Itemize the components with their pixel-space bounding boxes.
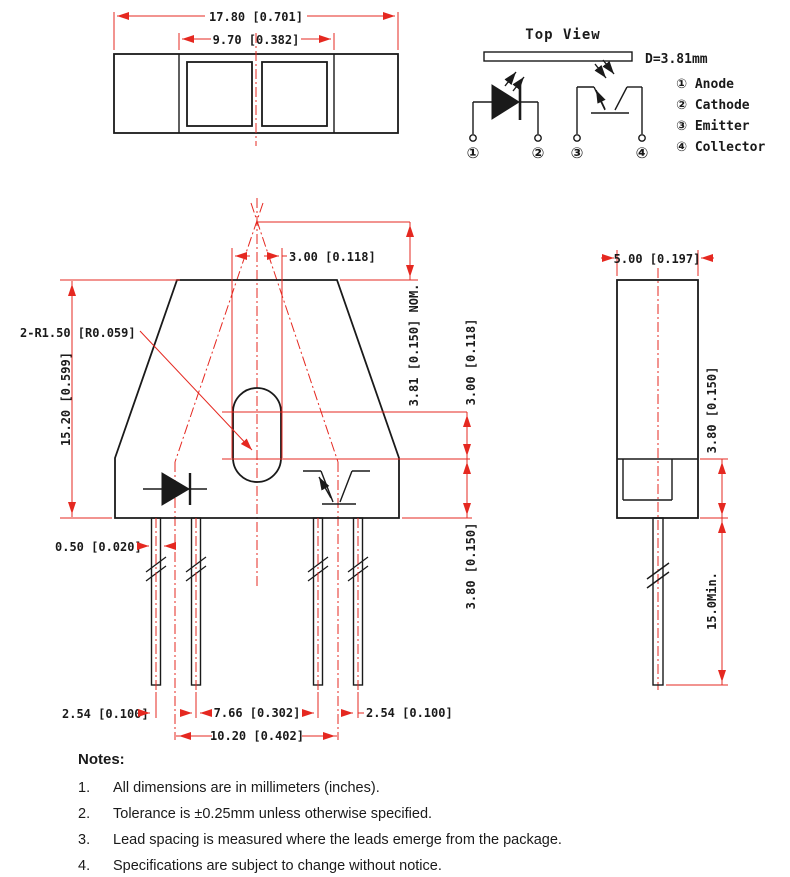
front-led-symbol [143,472,207,506]
detector-window [261,61,328,127]
reflector-bar [483,51,633,62]
note-4-text: Specifications are subject to change wit… [113,858,442,874]
dim-inner-lead-span: 7.66 [0.302] [214,706,301,720]
pin-1-label: ① [467,144,480,162]
led-optical-axis [174,202,264,463]
light-receive-arrow [594,63,607,79]
side-lead [652,517,664,686]
schematic-title: Top View [525,27,600,43]
note-2-num: 2. [78,806,90,822]
dim-overall-width: 17.80 [0.701] [209,10,303,24]
dim-lead-length: 15.0Min. [705,572,719,630]
light-receive-arrow [602,59,615,75]
dim-step-height: 3.80 [0.150] [705,367,719,454]
dim-slot-radius: 2-R1.50 [R0.059] [20,326,136,340]
notes-title: Notes: [78,751,125,768]
legend-cathode: ② Cathode [676,98,750,113]
phototransistor-symbol [573,59,646,142]
emitter-window [186,61,253,127]
dim-axis-span: 10.20 [0.402] [210,729,304,743]
dim-aperture-width: 3.00 [0.118] [289,250,376,264]
dim-lead-thickness: 0.50 [0.020] [55,540,142,554]
legend-collector: ④ Collector [676,140,765,155]
led-symbol [469,71,542,142]
front-transistor-symbol [303,470,370,505]
legend-emitter: ③ Emitter [676,119,750,134]
note-2-text: Tolerance is ±0.25mm unless otherwise sp… [113,806,432,822]
circuit-schematic: Top View D=3.81mm [467,27,766,162]
lead-spacing-dims: 2.54 [0.100] 7.66 [0.302] 2.54 [0.100] 1… [62,692,453,743]
lead-centerlines [155,518,359,702]
dim-focal-height: 3.81 [0.150] NOM. [407,284,421,407]
dim-body-height: 15.20 [0.599] [59,352,73,446]
pin-legend: ① Anode ② Cathode ③ Emitter ④ Collector [676,77,765,155]
note-1-text: All dimensions are in millimeters (inche… [113,780,380,796]
pin-3-label: ③ [571,144,584,162]
radius-leader-line [139,330,253,451]
note-4-num: 4. [78,858,90,874]
dim-window-span: 9.70 [0.382] [213,33,300,47]
notes-section: Notes: 1. All dimensions are in millimet… [78,751,562,874]
detector-optical-axis [250,202,339,463]
note-3-num: 3. [78,832,90,848]
note-3-text: Lead spacing is measured where the leads… [113,832,562,848]
package-front-view: 3.81 [0.150] NOM. 3.00 [0.118] 2-R1.50 [… [20,198,478,743]
front-leads [145,517,369,702]
dim-slot-bottom: 3.80 [0.150] [464,523,478,610]
pin-2-label: ② [532,144,545,162]
dim-lead-pitch-right: 2.54 [0.100] [366,706,453,720]
note-1-num: 1. [78,780,90,796]
emitter-arrow [595,89,606,110]
pin-4-label: ④ [636,144,649,162]
dim-depth: 5.00 [0.197] [614,252,701,266]
light-emit-arrow [512,76,525,92]
legend-anode: ① Anode [676,77,734,92]
light-emit-arrow [504,71,517,87]
distance-label: D=3.81mm [645,52,708,67]
package-side-view: 5.00 [0.197] 3.80 [0.150] 15.0Min. [601,250,728,690]
dim-slot-centers: 3.00 [0.118] [464,319,478,406]
slot-cutout [232,387,282,483]
front-emitter-arrow [318,476,332,499]
package-top-view: 17.80 [0.701] 9.70 [0.382] [113,10,399,146]
dim-lead-pitch-left: 2.54 [0.100] [62,707,149,721]
